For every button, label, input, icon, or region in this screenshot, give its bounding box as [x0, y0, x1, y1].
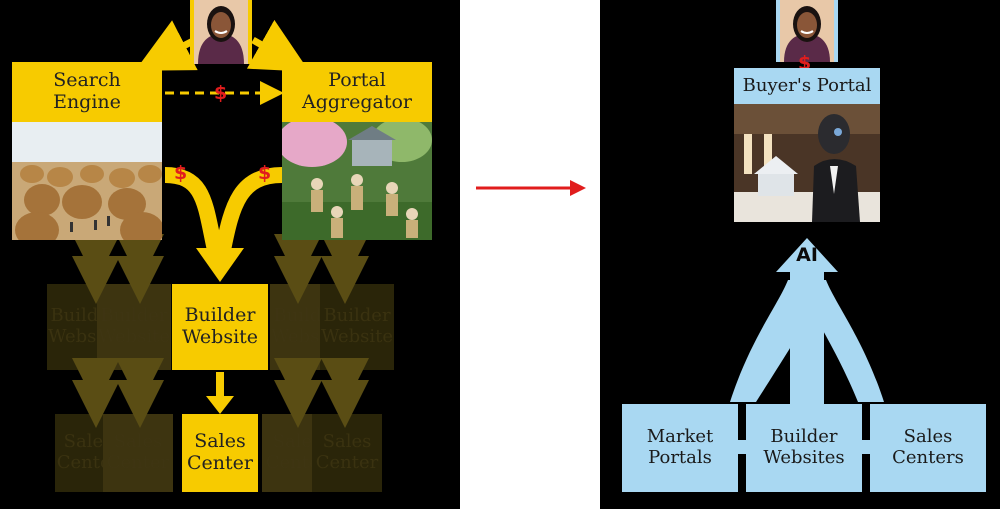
builder-websites-box: Builder Websites — [746, 404, 862, 492]
haystack-image — [12, 122, 162, 240]
garden-crowd-image — [282, 122, 432, 240]
buyers-portal-box: Buyer's Portal — [734, 68, 880, 104]
left-flow-arrows — [72, 19, 369, 428]
search-engine-box: Search Engine — [12, 62, 162, 122]
current-model-panel: Builder Website Builder Website Builder … — [0, 0, 460, 509]
dollar-sign: $ — [214, 82, 228, 104]
ai-label: AI — [796, 244, 818, 266]
connector — [862, 440, 870, 454]
future-model-panel: $ Buyer's Portal AI Market Portals Build… — [600, 0, 1000, 509]
portal-aggregator-box: Portal Aggregator — [282, 62, 432, 122]
sales-center-box: Sales Center — [182, 414, 258, 492]
dollar-sign: $ — [174, 162, 188, 184]
right-flow-arrows — [730, 238, 884, 410]
dollar-sign: $ — [258, 162, 272, 184]
buyer-portrait-left — [190, 0, 252, 64]
sales-centers-box: Sales Centers — [870, 404, 986, 492]
ai-butler-image — [734, 104, 880, 222]
builder-website-box: Builder Website — [172, 284, 268, 370]
connector — [738, 440, 746, 454]
market-portals-box: Market Portals — [622, 404, 738, 492]
buyer-portrait-right — [776, 0, 838, 62]
